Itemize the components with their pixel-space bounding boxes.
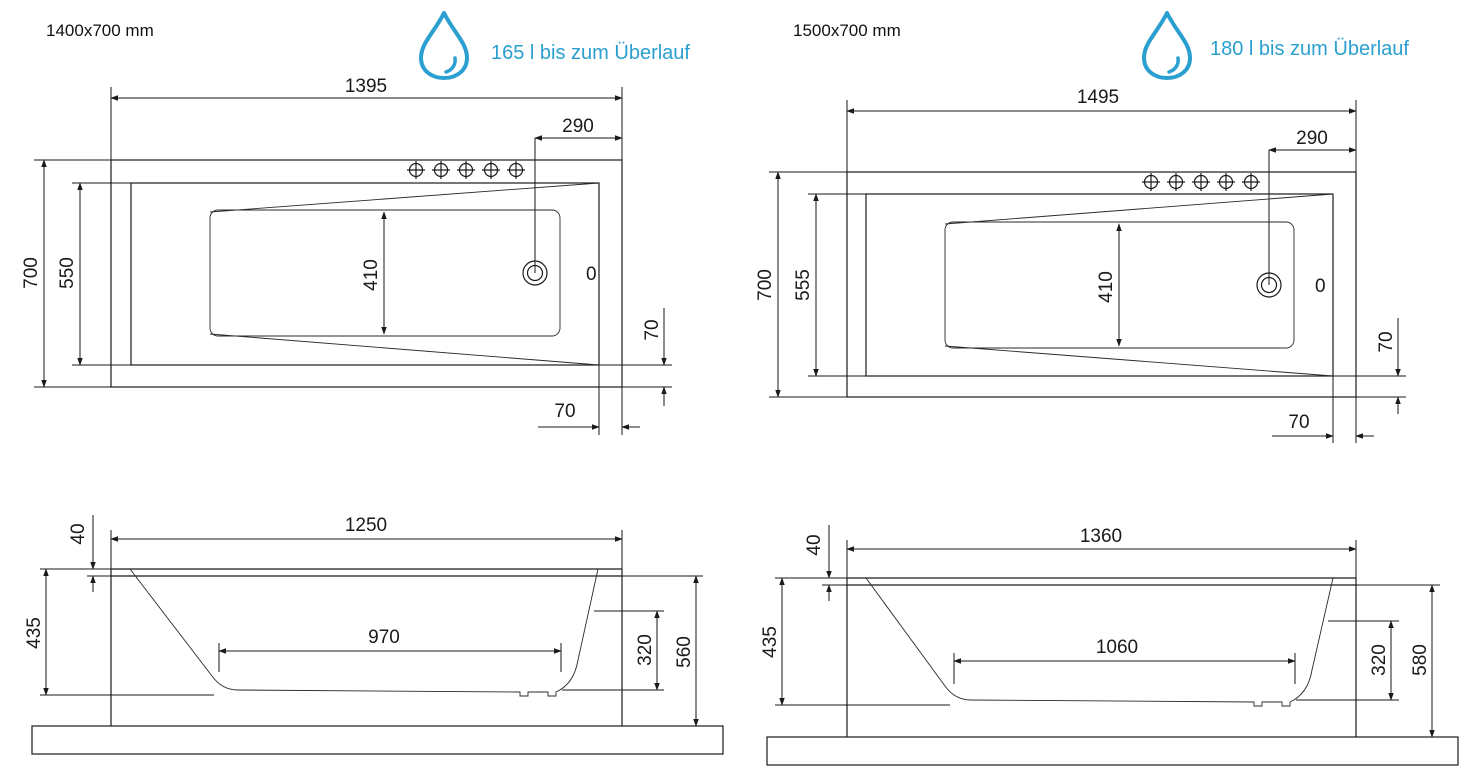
right-basin-floor <box>944 221 1295 349</box>
left-dim-overall-length: 1395 <box>345 76 387 97</box>
right-dim-overall-width: 700 <box>755 269 776 301</box>
right-dim-bottom-length: 1060 <box>1096 637 1138 658</box>
right-dim-drain-height: 320 <box>1369 644 1390 676</box>
right-floor-base <box>766 736 1459 766</box>
left-inner-edge <box>130 182 600 366</box>
right-inner-edge <box>865 193 1334 377</box>
right-dim-inner-width: 555 <box>793 269 814 301</box>
right-dim-overall-length: 1495 <box>1077 87 1119 108</box>
left-dim-rim-end: 70 <box>554 401 575 422</box>
left-floor-base <box>31 725 724 755</box>
left-dim-depth: 435 <box>24 617 45 649</box>
left-dim-rim-height: 40 <box>68 523 89 544</box>
right-size-label: 1500x700 mm <box>793 21 901 40</box>
left-valve-icons <box>406 160 526 180</box>
right-tub-drawing: 1500x700 mm 180 l bis zum Überlauf 0 149… <box>755 11 1459 766</box>
left-dim-drain-offset: 290 <box>562 116 594 137</box>
right-dim-depth: 435 <box>760 626 781 658</box>
left-dim-bottom-length: 970 <box>368 627 400 648</box>
left-dim-inner-width: 550 <box>57 257 78 289</box>
left-overflow-label: 0 <box>586 264 597 285</box>
right-dim-basin-width: 410 <box>1096 271 1117 303</box>
left-capacity-label: 165 l bis zum Überlauf <box>491 42 690 64</box>
left-size-label: 1400x700 mm <box>46 21 154 40</box>
left-dim-total-height: 560 <box>674 636 695 668</box>
right-overflow-label: 0 <box>1315 276 1326 297</box>
right-outer-rim <box>846 171 1357 398</box>
right-valve-icons <box>1141 172 1261 192</box>
left-basin-floor <box>209 209 561 337</box>
right-dim-rim-side: 70 <box>1376 331 1397 352</box>
water-drop-icon <box>1142 11 1192 80</box>
left-outer-rim <box>110 159 623 388</box>
right-dim-rim-height: 40 <box>804 534 825 555</box>
left-dim-drain-height: 320 <box>635 634 656 666</box>
left-dim-top-length: 1250 <box>345 515 387 536</box>
water-drop-icon <box>419 11 469 80</box>
left-tub-drawing: 1400x700 mm 165 l bis zum Überlauf 0 139… <box>21 11 724 755</box>
left-dim-overall-width: 700 <box>21 257 42 289</box>
right-dim-drain-offset: 290 <box>1296 128 1328 149</box>
left-dim-rim-side: 70 <box>642 319 663 340</box>
left-tub-profile <box>129 568 599 697</box>
right-capacity-label: 180 l bis zum Überlauf <box>1210 38 1409 60</box>
right-dim-total-height: 580 <box>1410 644 1431 676</box>
right-dim-rim-end: 70 <box>1288 412 1309 433</box>
right-tub-profile <box>865 577 1334 707</box>
right-dim-top-length: 1360 <box>1080 526 1122 547</box>
left-dim-basin-width: 410 <box>361 259 382 291</box>
